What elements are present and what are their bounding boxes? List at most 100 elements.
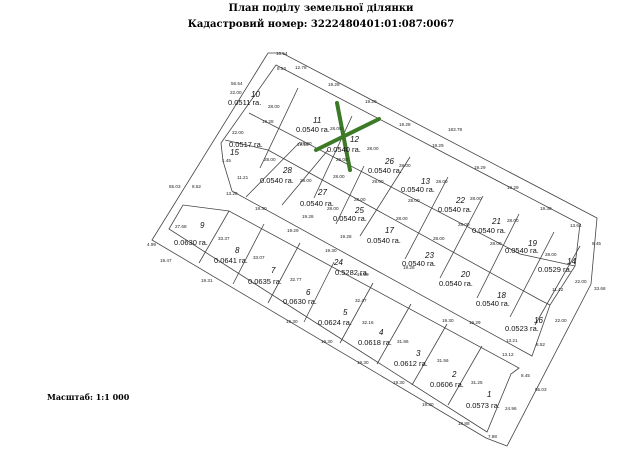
dimension: 1.45 — [222, 158, 231, 163]
dimension: 28.00 — [433, 236, 445, 241]
parcel-number: 9 — [200, 221, 205, 230]
parcel-number: 2 — [451, 370, 457, 379]
dimension: 28.00 — [399, 163, 411, 168]
parcel-number: 27 — [317, 188, 327, 197]
parcel-area: 0.0641 га. — [214, 256, 248, 265]
parcel-area: 0.0635 га. — [248, 277, 282, 286]
dimension: 32.77 — [290, 277, 302, 282]
parcel-labels: 10 0.0511 га. 11 0.0540 га. 12 0.0540 га… — [174, 90, 576, 410]
dimension: 28.00 — [367, 146, 379, 151]
dimension: 28.00 — [507, 218, 519, 223]
parcel-number: 4 — [379, 328, 384, 337]
dimension: 28.00 — [268, 104, 280, 109]
parcel-area: 0.0529 га. — [538, 265, 572, 274]
dimension: 13.20 — [226, 191, 238, 196]
parcel-number: 20 — [460, 270, 470, 279]
dimension: 19.28 — [297, 142, 309, 147]
parcel-number: 13 — [421, 177, 430, 186]
dimension-labels: 16.54 8.53 12.78 19.28 56.54 22.00 28.00… — [147, 51, 606, 439]
dimension: 32.47 — [355, 298, 367, 303]
dimension: 55.03 — [169, 184, 181, 189]
lower-block-boundary — [168, 204, 520, 433]
parcel-number: 6 — [306, 288, 311, 297]
dimension: 8.53 — [277, 66, 286, 71]
dimension: 33.37 — [218, 236, 230, 241]
dimension: 33.68 — [594, 286, 606, 291]
dimension: 28.00 — [490, 241, 502, 246]
dimension: 19.29 — [432, 143, 444, 148]
upper-block-boundary — [220, 64, 581, 357]
dimension: 4.99 — [147, 242, 156, 247]
parcel-number: 10 — [251, 90, 260, 99]
plan-title: План поділу земельної ділянки — [228, 3, 414, 14]
lower-block-divisions — [198, 210, 483, 406]
upper-block-divisions — [224, 87, 581, 326]
parcel-number: 15 — [230, 148, 239, 157]
outer-boundary — [151, 52, 598, 447]
dimension: 19.29 — [365, 99, 377, 104]
parcel-number: 5 — [343, 308, 348, 317]
dimension: 22.00 — [230, 90, 242, 95]
dimension: 19.29 — [469, 320, 481, 325]
parcel-number: 16 — [534, 316, 543, 325]
dimension: 28.00 — [545, 252, 557, 257]
dimension: 8.45 — [592, 241, 601, 246]
dimension: 22.00 — [575, 279, 587, 284]
parcel-area: 0.5282 га. — [335, 268, 369, 277]
parcel-area: 0.0630 га. — [283, 297, 317, 306]
parcel-number: 7 — [271, 266, 276, 275]
parcel-area: 0.0540 га. — [327, 145, 361, 154]
dimension: 22.00 — [232, 130, 244, 135]
dimension: 19.30 — [442, 318, 454, 323]
dimension: 28.00 — [264, 157, 276, 162]
dimension: 27.68 — [175, 224, 187, 229]
parcel-number: 24 — [333, 258, 343, 267]
parcel-area: 0.0606 га. — [430, 380, 464, 389]
dimension: 19.30 — [357, 360, 369, 365]
dimension: 19.30 — [357, 272, 369, 277]
dimension: 28.00 — [436, 179, 448, 184]
dimension: 19.31 — [201, 278, 213, 283]
parcel-area: 0.0540 га. — [439, 279, 473, 288]
dimension: 28.00 — [396, 216, 408, 221]
dimension: 19.28 — [399, 122, 411, 127]
parcel-area: 0.0540 га. — [438, 205, 472, 214]
parcel-area: 0.0523 га. — [505, 324, 539, 333]
dimension: 19.30 — [393, 380, 405, 385]
dimension: 19.30 — [286, 319, 298, 324]
dimension: 19.29 — [507, 185, 519, 190]
parcel-number: 19 — [528, 239, 537, 248]
dimension: 28.00 — [330, 126, 342, 131]
dimension: 18.88 — [458, 421, 470, 426]
dimension: 56.54 — [231, 81, 243, 86]
dimension: 19.30 — [422, 402, 434, 407]
scale-label: Масштаб: 1:1 000 — [47, 392, 130, 402]
parcel-number: 26 — [384, 157, 394, 166]
parcel-area: 0.0540 га. — [472, 226, 506, 235]
dimension: 31.56 — [437, 358, 449, 363]
dimension: 28.00 — [333, 174, 345, 179]
parcel-area: 0.0540 га. — [402, 259, 436, 268]
parcel-number: 8 — [235, 246, 240, 255]
parcel-number: 1 — [487, 390, 491, 399]
dimension: 24.96 — [505, 406, 517, 411]
dimension: 28.00 — [327, 206, 339, 211]
parcel-area: 0.0540 га. — [367, 236, 401, 245]
dimension: 28.00 — [354, 197, 366, 202]
cadastral-number: Кадастровий номер: 3222480401:01:087:006… — [187, 19, 455, 30]
dimension: 31.25 — [471, 380, 483, 385]
parcel-number: 25 — [354, 206, 364, 215]
dimension: 19.28 — [328, 82, 340, 87]
dimension: 8.45 — [521, 373, 530, 378]
dimension: 13.12 — [502, 352, 514, 357]
dimension: 19.28 — [403, 265, 415, 270]
parcel-number: 23 — [424, 251, 434, 260]
parcel-number: 18 — [497, 291, 506, 300]
dimension: 19.28 — [262, 119, 274, 124]
dimension: 19.29 — [474, 165, 486, 170]
parcel-area: 0.0612 га. — [394, 359, 428, 368]
dimension: 13.21 — [506, 338, 518, 343]
dimension: 11.42 — [552, 287, 564, 292]
dimension: 28.00 — [372, 179, 384, 184]
parcel-area: 0.0540 га. — [260, 176, 294, 185]
